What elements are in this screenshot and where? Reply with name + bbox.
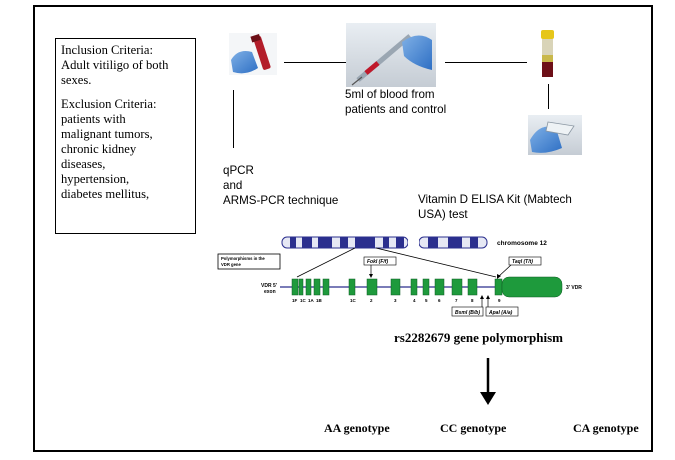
svg-text:5: 5 <box>425 298 428 303</box>
svg-text:7: 7 <box>455 298 458 303</box>
connector-line <box>233 90 234 148</box>
snp-label-taqi: TaqI (T/t) <box>512 259 533 265</box>
exclusion-item: diseases, <box>61 157 106 171</box>
exclusion-item: diabetes mellitus, <box>61 187 150 201</box>
serum-tube-image <box>528 27 568 82</box>
svg-text:1B: 1B <box>316 298 323 303</box>
snp-label-fokl: FokI (F/f) <box>367 259 388 265</box>
chromosome-12 <box>281 236 488 249</box>
snp-tag-fokl <box>363 256 397 266</box>
blood-sample-label: 5ml of blood from patients and control <box>345 88 447 116</box>
figure-frame <box>33 5 653 452</box>
svg-text:1F: 1F <box>292 298 298 303</box>
snp-label-apal: ApaI (A/a) <box>488 310 513 316</box>
snp-tag-taqi <box>508 256 542 266</box>
svg-text:1C: 1C <box>350 298 357 303</box>
exclusion-item: hypertension, <box>61 172 130 186</box>
vdr-3-label: 3' VDR <box>566 285 582 291</box>
svg-text:1C: 1C <box>300 298 307 303</box>
snp-tag-bsml <box>451 306 484 317</box>
svg-text:2: 2 <box>370 298 373 303</box>
exon-labels: 1F 1C 1A 1B 1C 2 3 4 5 6 7 8 9 <box>292 298 501 303</box>
genotype-cc: CC genotype <box>440 421 507 435</box>
elisa-label: Vitamin D ELISA Kit (Mabtech USA) test <box>418 193 572 221</box>
polymorphisms-note: Polymorphisms in the VDR gene <box>221 256 266 267</box>
snp-tag-apal <box>485 306 519 317</box>
criteria-box: Inclusion Criteria: Adult vitiligo of bo… <box>55 38 196 234</box>
svg-text:8: 8 <box>471 298 474 303</box>
svg-text:3: 3 <box>394 298 397 303</box>
syringe-image <box>346 23 436 87</box>
svg-text:6: 6 <box>438 298 441 303</box>
exclusion-item: chronic kidney <box>61 142 137 156</box>
blood-tube-hand-image <box>229 33 277 75</box>
connector-line <box>284 62 346 63</box>
exclusion-item: patients with <box>61 112 126 126</box>
svg-text:1A: 1A <box>308 298 315 303</box>
snp-label-bsml: BsmI (B/b) <box>455 310 480 316</box>
svg-text:4: 4 <box>413 298 416 303</box>
genotype-ca: CA genotype <box>573 421 639 435</box>
qpcr-label: qPCR and ARMS-PCR technique <box>223 164 339 207</box>
exclusion-title: Exclusion Criteria: <box>61 97 157 111</box>
exon-blocks <box>291 276 563 298</box>
down-arrowhead <box>480 392 496 405</box>
inclusion-title: Inclusion Criteria: <box>61 43 153 57</box>
polymorphism-title: rs2282679 gene polymorphism <box>394 330 563 345</box>
chromosome-label: chromosome 12 <box>497 240 547 247</box>
vdr-5-label: VDR 5' exon <box>261 283 278 295</box>
polymorphisms-note-box <box>217 253 281 270</box>
svg-text:9: 9 <box>498 298 501 303</box>
connector-line <box>548 84 549 109</box>
projection-line <box>296 247 356 278</box>
inclusion-text: Adult vitiligo of both sexes. <box>61 58 169 87</box>
eppendorf-tube-image <box>528 115 582 155</box>
exclusion-item: malignant tumors, <box>61 127 153 141</box>
genotype-aa: AA genotype <box>324 421 390 435</box>
connector-line <box>445 62 527 63</box>
projection-line <box>375 247 497 278</box>
